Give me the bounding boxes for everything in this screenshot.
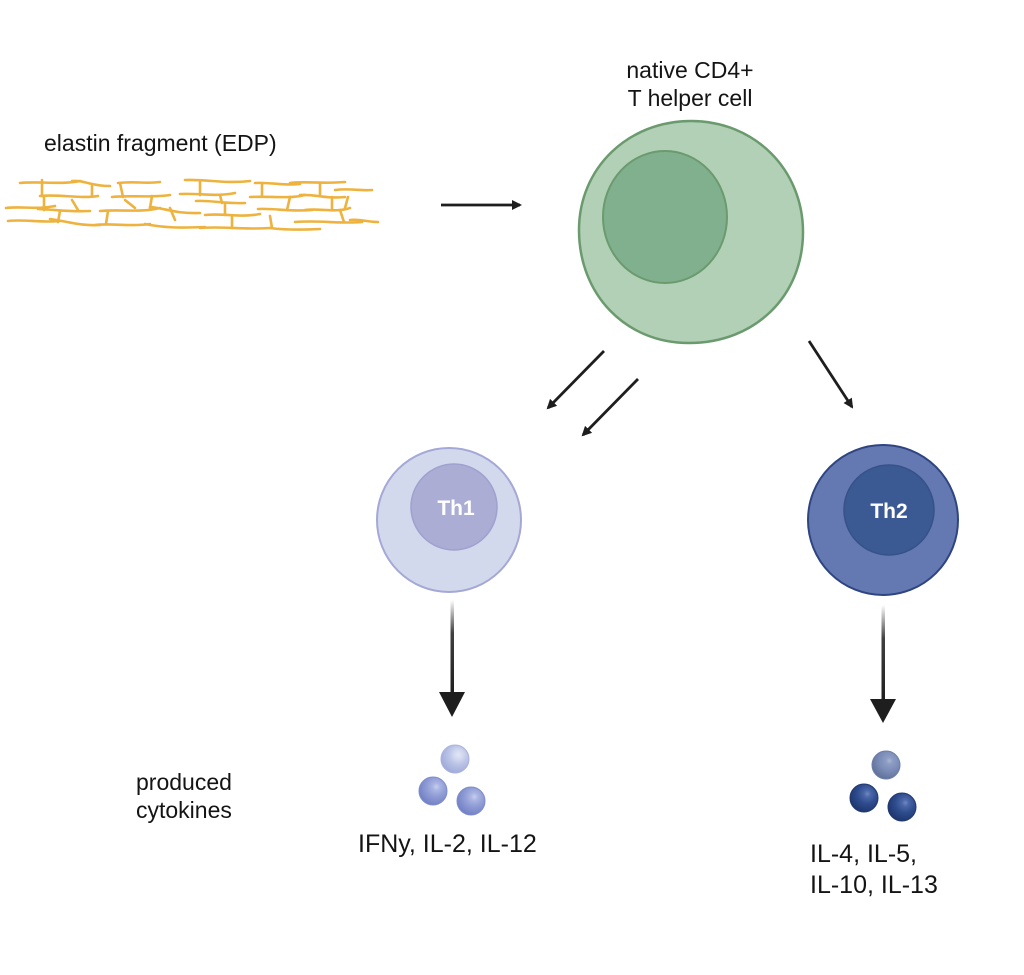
- th2-label: Th2: [870, 500, 907, 523]
- produced-cytokines-line2: cytokines: [136, 797, 232, 823]
- th1-differentiation-arrow-1: [546, 350, 605, 410]
- th1-label: Th1: [437, 497, 475, 520]
- cytokine-sphere: [871, 750, 901, 780]
- naive-cell-label-line2: T helper cell: [627, 85, 753, 111]
- naive-cell-nucleus: [602, 150, 728, 284]
- th1-production-arrow: [439, 600, 465, 717]
- cytokine-sphere: [440, 744, 470, 774]
- th2-cytokines-list: IL-4, IL-5, IL-10, IL-13: [810, 839, 938, 901]
- th2-cell: Th2: [807, 444, 959, 596]
- th1-cytokine-spheres: [418, 744, 486, 816]
- th2-production-arrow: [870, 605, 896, 723]
- th2-cell-nucleus: [843, 464, 935, 556]
- naive-cell-label: native CD4+ T helper cell: [590, 56, 790, 112]
- produced-cytokines-line1: produced: [136, 769, 232, 795]
- th2-differentiation-arrow: [807, 340, 854, 409]
- produced-cytokines-label: produced cytokines: [136, 768, 232, 824]
- th1-cytokines-list: IFNy, IL-2, IL-12: [358, 830, 537, 858]
- elastin-fragment-label: elastin fragment (EDP): [44, 130, 277, 156]
- th2-cytokine-spheres: [849, 750, 917, 822]
- cytokine-sphere: [849, 783, 879, 813]
- th1-cell: Th1: [376, 447, 522, 593]
- elastin-fibers-icon: [4, 178, 380, 231]
- cytokine-sphere: [456, 786, 486, 816]
- th1-cell-nucleus: [410, 463, 498, 551]
- cytokine-sphere: [887, 792, 917, 822]
- naive-cd4-t-cell: [577, 119, 805, 345]
- th1-differentiation-arrow-2: [581, 378, 639, 437]
- cytokine-sphere: [418, 776, 448, 806]
- th2-cytokines-line1: IL-4, IL-5,: [810, 840, 917, 868]
- th2-cytokines-line2: IL-10, IL-13: [810, 871, 938, 899]
- naive-cell-label-line1: native CD4+: [626, 57, 754, 83]
